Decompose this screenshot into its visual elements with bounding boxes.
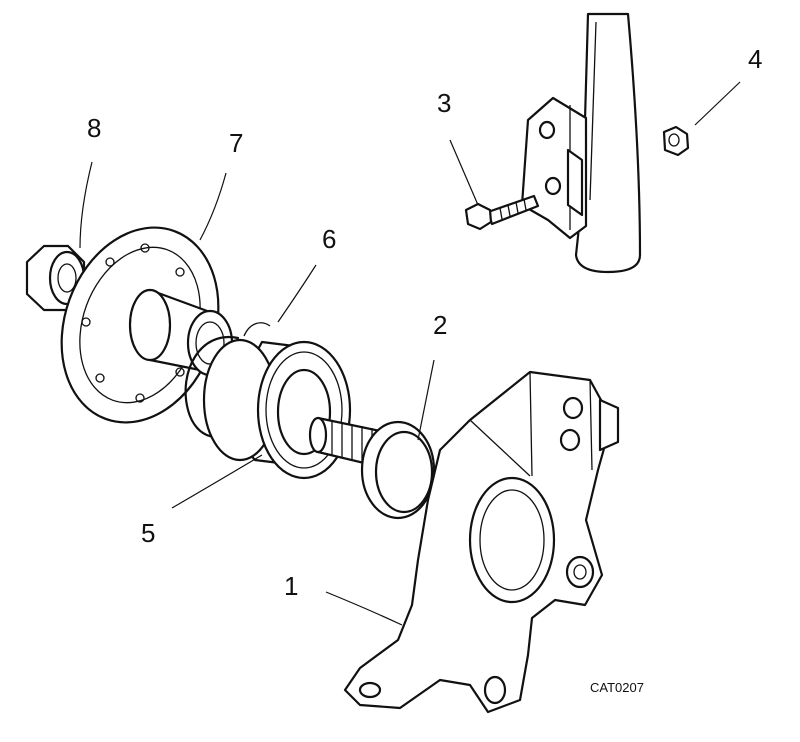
callout-3: 3 xyxy=(437,88,451,118)
callout-7: 7 xyxy=(229,128,243,158)
callout-labels: 1 2 3 4 5 6 7 8 xyxy=(87,44,762,601)
callout-2: 2 xyxy=(433,310,447,340)
callout-6: 6 xyxy=(322,224,336,254)
callout-5: 5 xyxy=(141,518,155,548)
callout-1: 1 xyxy=(284,571,298,601)
driveshaft-seal xyxy=(360,420,436,520)
nut xyxy=(662,125,690,157)
callout-8: 8 xyxy=(87,113,101,143)
hub-nut xyxy=(25,244,86,312)
knuckle xyxy=(343,370,620,714)
figure-code: CAT0207 xyxy=(590,680,644,695)
hub-bearing xyxy=(202,338,352,480)
callout-4: 4 xyxy=(748,44,762,74)
strut-tube xyxy=(574,12,642,274)
leader-lines xyxy=(79,81,741,626)
strut-mounting-bracket xyxy=(520,96,588,240)
